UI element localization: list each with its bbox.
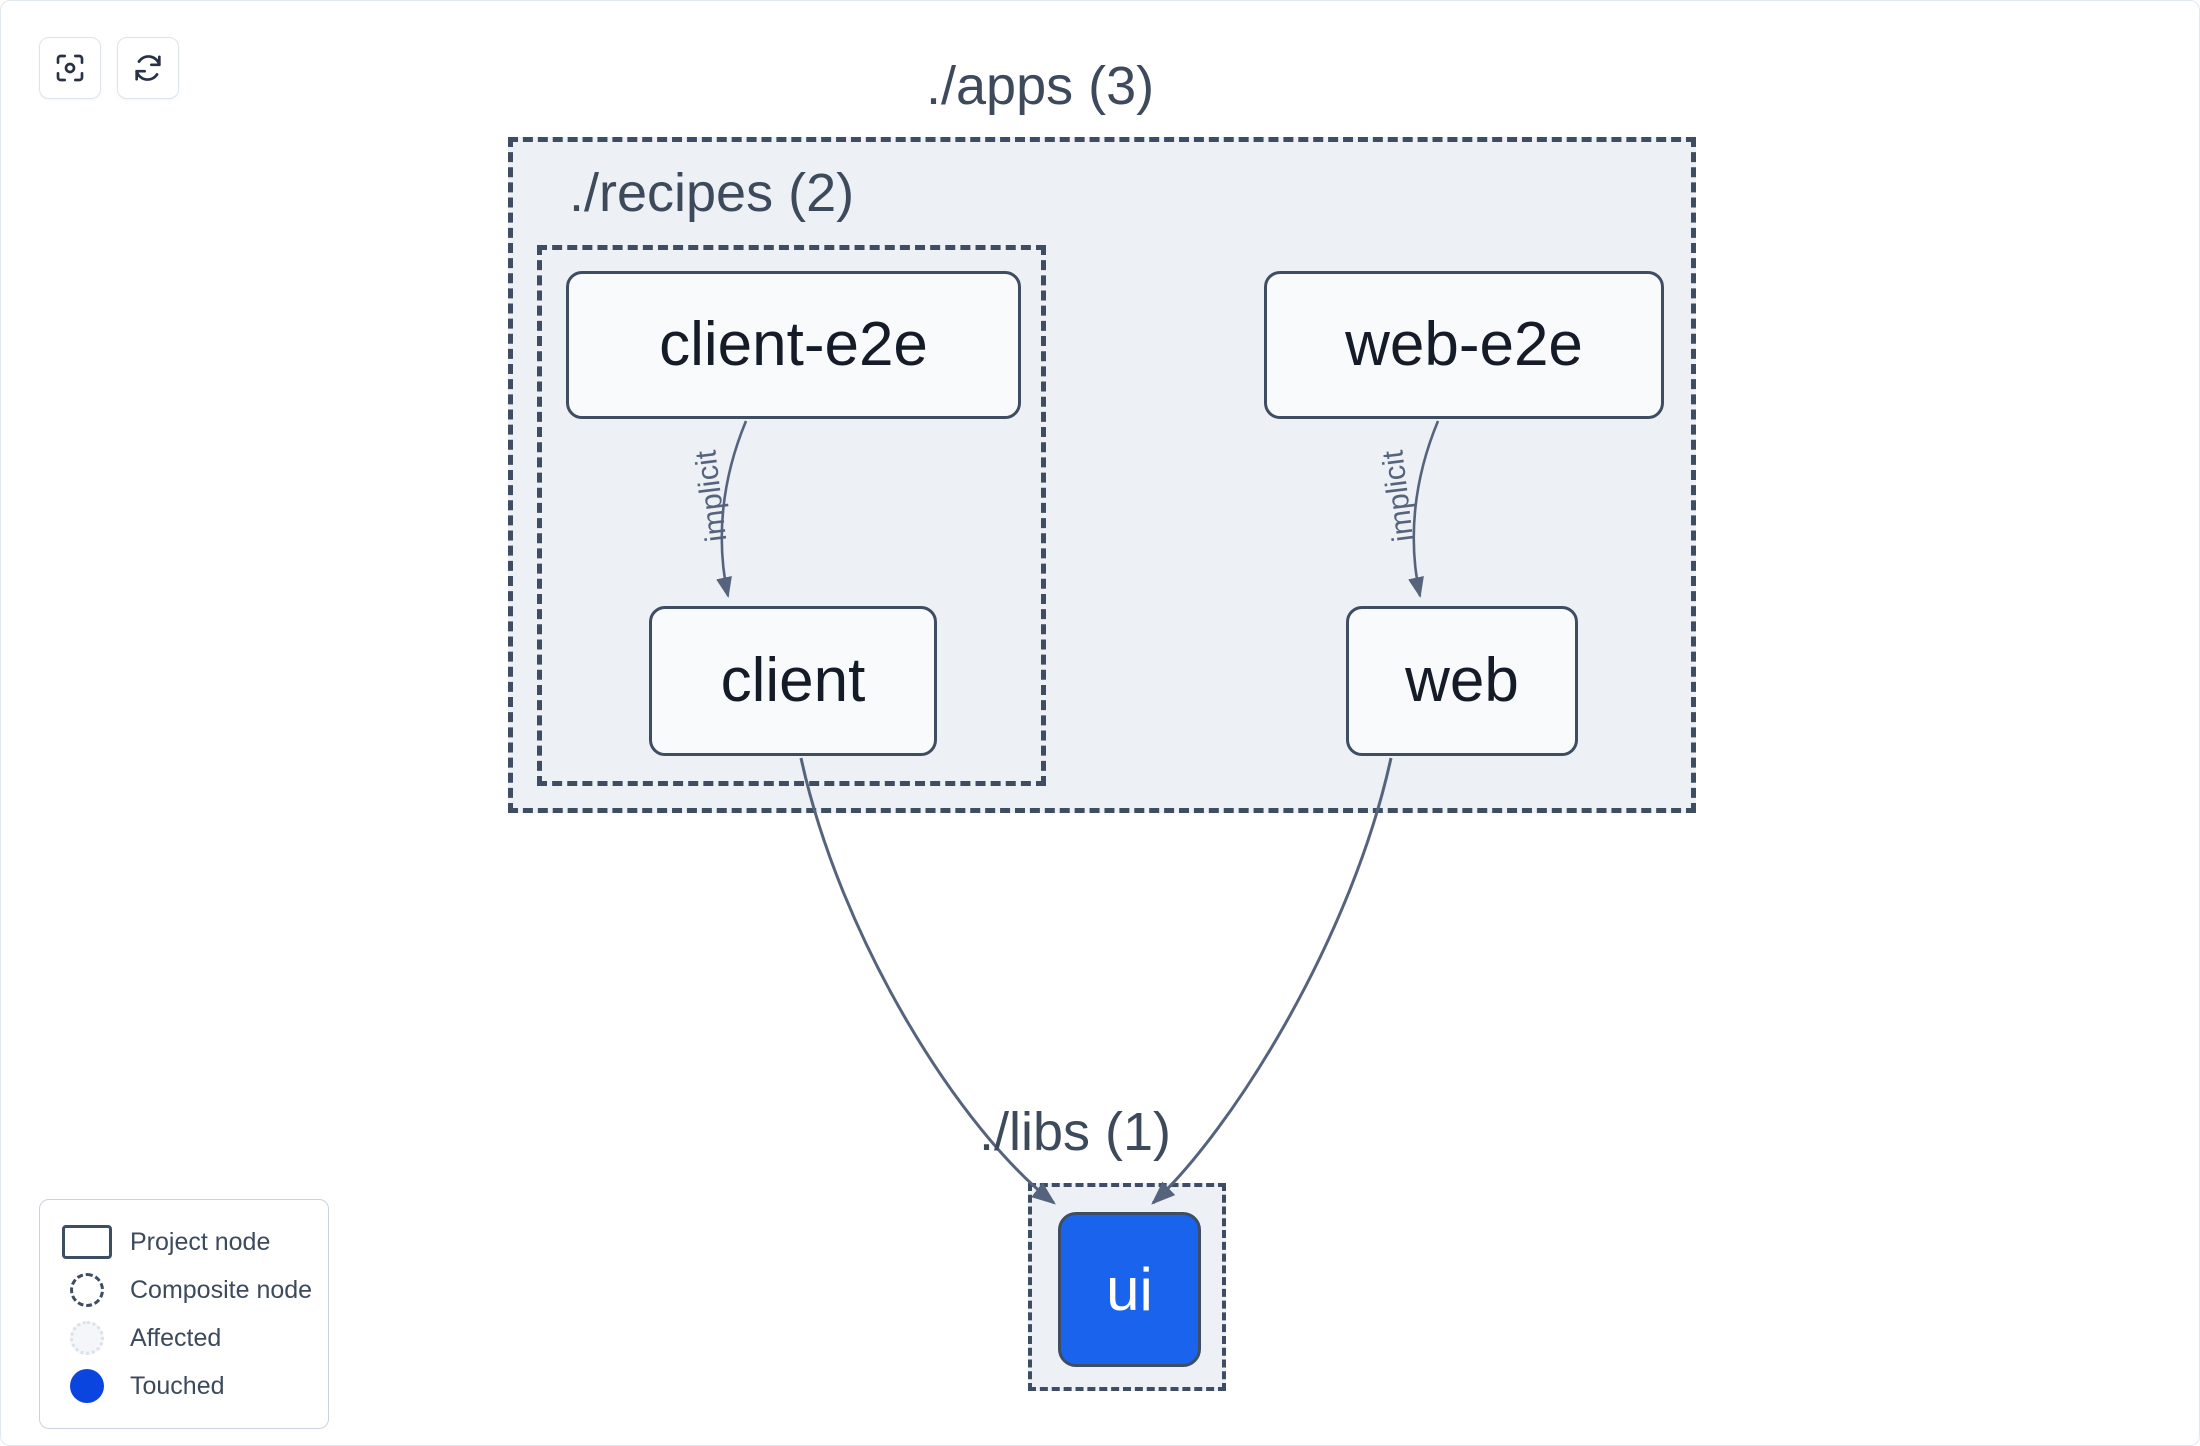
legend-label-project-node: Project node xyxy=(130,1227,271,1256)
legend-item-project-node: Project node xyxy=(62,1218,308,1266)
composite-label-apps: ./apps (3) xyxy=(926,56,1155,116)
refresh-graph-button[interactable] xyxy=(117,37,179,99)
focus-target-icon xyxy=(54,52,86,84)
project-node-client-e2e[interactable]: client-e2e xyxy=(566,271,1021,419)
legend-label-touched: Touched xyxy=(130,1371,225,1400)
legend-item-touched: Touched xyxy=(62,1362,308,1410)
project-node-web-e2e[interactable]: web-e2e xyxy=(1264,271,1664,419)
affected-swatch xyxy=(62,1321,112,1355)
project-node-ui[interactable]: ui xyxy=(1058,1212,1201,1367)
focus-graph-button[interactable] xyxy=(39,37,101,99)
refresh-icon xyxy=(132,52,164,84)
legend-item-composite-node: Composite node xyxy=(62,1266,312,1314)
project-node-web[interactable]: web xyxy=(1346,606,1578,756)
project-node-swatch xyxy=(62,1225,112,1259)
composite-label-libs: ./libs (1) xyxy=(979,1102,1172,1162)
graph-legend: Project node Composite node Affected Tou… xyxy=(39,1199,329,1429)
legend-item-affected: Affected xyxy=(62,1314,308,1362)
legend-label-affected: Affected xyxy=(130,1323,222,1352)
touched-swatch xyxy=(62,1369,112,1403)
legend-label-composite-node: Composite node xyxy=(130,1275,313,1304)
composite-label-recipes: ./recipes (2) xyxy=(569,163,855,223)
project-node-client[interactable]: client xyxy=(649,606,937,756)
edge-web-to-ui xyxy=(1151,757,1393,1205)
composite-node-swatch xyxy=(62,1273,112,1307)
graph-toolbar xyxy=(39,37,179,99)
